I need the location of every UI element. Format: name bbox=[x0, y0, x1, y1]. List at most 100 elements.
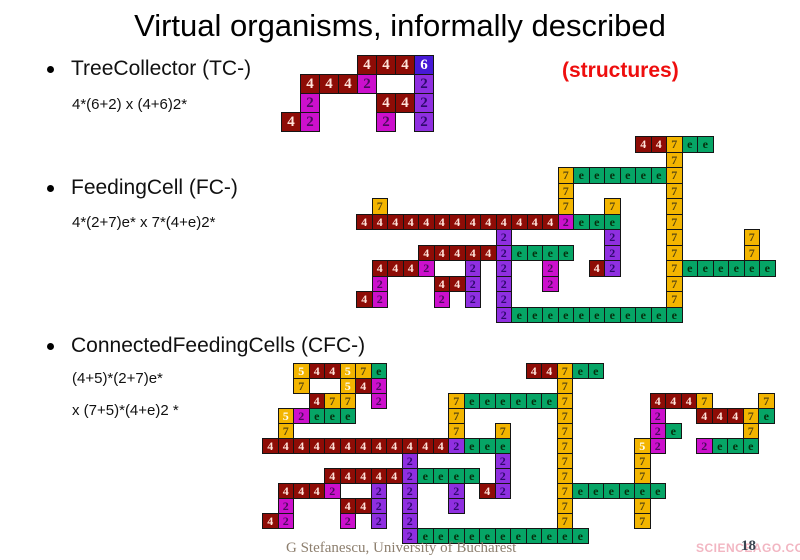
organism-cell-4: 4 bbox=[355, 378, 372, 394]
organism-cell-2: 2 bbox=[401, 468, 418, 484]
organism-cell-e: e bbox=[649, 483, 666, 499]
organism-cell-4: 4 bbox=[418, 244, 435, 261]
organism-cell-2: 2 bbox=[433, 291, 450, 308]
organism-cell-4: 4 bbox=[281, 112, 301, 132]
organism-cell-2: 2 bbox=[448, 498, 465, 514]
organism-cell-4: 4 bbox=[680, 393, 697, 409]
organism-cell-4: 4 bbox=[402, 260, 419, 277]
organism-cell-2: 2 bbox=[649, 423, 666, 439]
organism-cell-4: 4 bbox=[433, 244, 450, 261]
organism-cell-e: e bbox=[634, 483, 651, 499]
organism-cell-2: 2 bbox=[495, 291, 512, 308]
organism-cell-4: 4 bbox=[308, 393, 325, 409]
organism-cell-7: 7 bbox=[556, 378, 573, 394]
organism-cell-2: 2 bbox=[370, 513, 387, 529]
organism-cell-e: e bbox=[712, 260, 729, 277]
organism-cell-7: 7 bbox=[324, 393, 341, 409]
bullet-connected-feeding-cells: ConnectedFeedingCells (CFC-) bbox=[71, 334, 366, 357]
organism-cell-e: e bbox=[635, 306, 652, 323]
organism-cell-4: 4 bbox=[370, 468, 387, 484]
organism-cell-7: 7 bbox=[494, 423, 511, 439]
organism-cell-2: 2 bbox=[371, 291, 388, 308]
organism-cell-4: 4 bbox=[308, 438, 325, 454]
organism-cell-4: 4 bbox=[464, 213, 481, 230]
organism-cell-e: e bbox=[604, 306, 621, 323]
organism-cell-e: e bbox=[759, 260, 776, 277]
organism-cell-4: 4 bbox=[386, 468, 403, 484]
organism-cell-7: 7 bbox=[666, 167, 683, 184]
organism-cell-e: e bbox=[494, 393, 511, 409]
organism-cell-4: 4 bbox=[277, 438, 294, 454]
formula-tc: 4*(6+2) x (4+6)2* bbox=[72, 96, 188, 113]
organism-cell-7: 7 bbox=[742, 408, 759, 424]
organism-cell-e: e bbox=[541, 393, 558, 409]
organism-cell-e: e bbox=[603, 483, 620, 499]
organism-cell-e: e bbox=[542, 306, 559, 323]
organism-cell-e: e bbox=[650, 306, 667, 323]
organism-cell-e: e bbox=[681, 136, 698, 153]
organism-cell-2: 2 bbox=[401, 453, 418, 469]
organism-cell-4: 4 bbox=[418, 213, 435, 230]
organism-cell-4: 4 bbox=[650, 136, 667, 153]
organism-cell-2: 2 bbox=[401, 483, 418, 499]
organism-cell-4: 4 bbox=[376, 93, 396, 113]
organism-cell-7: 7 bbox=[556, 498, 573, 514]
formula-cfc-line1: (4+5)*(2+7)e* bbox=[72, 370, 163, 387]
organism-cell-4: 4 bbox=[480, 244, 497, 261]
organism-cell-e: e bbox=[697, 260, 714, 277]
organism-cell-e: e bbox=[743, 260, 760, 277]
organism-cell-e: e bbox=[448, 468, 465, 484]
organism-cell-4: 4 bbox=[324, 363, 341, 379]
organism-cell-4: 4 bbox=[262, 513, 279, 529]
organism-cell-e: e bbox=[619, 306, 636, 323]
organism-cell-4: 4 bbox=[433, 213, 450, 230]
organism-cell-2: 2 bbox=[277, 513, 294, 529]
organism-cell-4: 4 bbox=[417, 438, 434, 454]
organism-cell-7: 7 bbox=[448, 423, 465, 439]
organism-cell-2: 2 bbox=[339, 513, 356, 529]
organism-cell-2: 2 bbox=[418, 260, 435, 277]
organism-cell-4: 4 bbox=[480, 213, 497, 230]
organism-cell-4: 4 bbox=[511, 213, 528, 230]
organism-cell-4: 4 bbox=[635, 136, 652, 153]
organism-cell-2: 2 bbox=[494, 483, 511, 499]
organism-cell-e: e bbox=[681, 260, 698, 277]
organism-cell-7: 7 bbox=[339, 393, 356, 409]
organism-cell-5: 5 bbox=[277, 408, 294, 424]
organism-cell-7: 7 bbox=[666, 136, 683, 153]
organism-cell-e: e bbox=[463, 468, 480, 484]
organism-cell-7: 7 bbox=[556, 438, 573, 454]
organism-cell-e: e bbox=[526, 306, 543, 323]
organism-cell-4: 4 bbox=[356, 213, 373, 230]
organism-cell-e: e bbox=[324, 408, 341, 424]
organism-cell-7: 7 bbox=[557, 167, 574, 184]
organism-cell-2: 2 bbox=[448, 483, 465, 499]
organism-cell-4: 4 bbox=[293, 438, 310, 454]
organism-cell-7: 7 bbox=[556, 393, 573, 409]
organism-cell-7: 7 bbox=[666, 229, 683, 246]
organism-cell-e: e bbox=[588, 213, 605, 230]
organism-cell-4: 4 bbox=[402, 213, 419, 230]
organism-cell-e: e bbox=[339, 408, 356, 424]
organism-cell-7: 7 bbox=[277, 423, 294, 439]
organism-cell-4: 4 bbox=[386, 438, 403, 454]
organism-cell-7: 7 bbox=[355, 363, 372, 379]
organism-cell-4: 4 bbox=[262, 438, 279, 454]
organism-cell-e: e bbox=[604, 213, 621, 230]
organism-cell-2: 2 bbox=[495, 260, 512, 277]
organism-cell-2: 2 bbox=[370, 498, 387, 514]
organism-cell-4: 4 bbox=[401, 438, 418, 454]
organism-cell-e: e bbox=[665, 423, 682, 439]
organism-cell-2: 2 bbox=[464, 260, 481, 277]
organism-cell-4: 4 bbox=[300, 74, 320, 94]
organism-cell-e: e bbox=[557, 244, 574, 261]
organism-cell-4: 4 bbox=[464, 244, 481, 261]
organism-cell-e: e bbox=[573, 167, 590, 184]
organism-cell-7: 7 bbox=[666, 244, 683, 261]
organism-cell-2: 2 bbox=[495, 244, 512, 261]
organism-cell-4: 4 bbox=[387, 213, 404, 230]
organism-cell-7: 7 bbox=[448, 408, 465, 424]
organism-cell-7: 7 bbox=[743, 229, 760, 246]
bullet-dot bbox=[47, 185, 54, 192]
